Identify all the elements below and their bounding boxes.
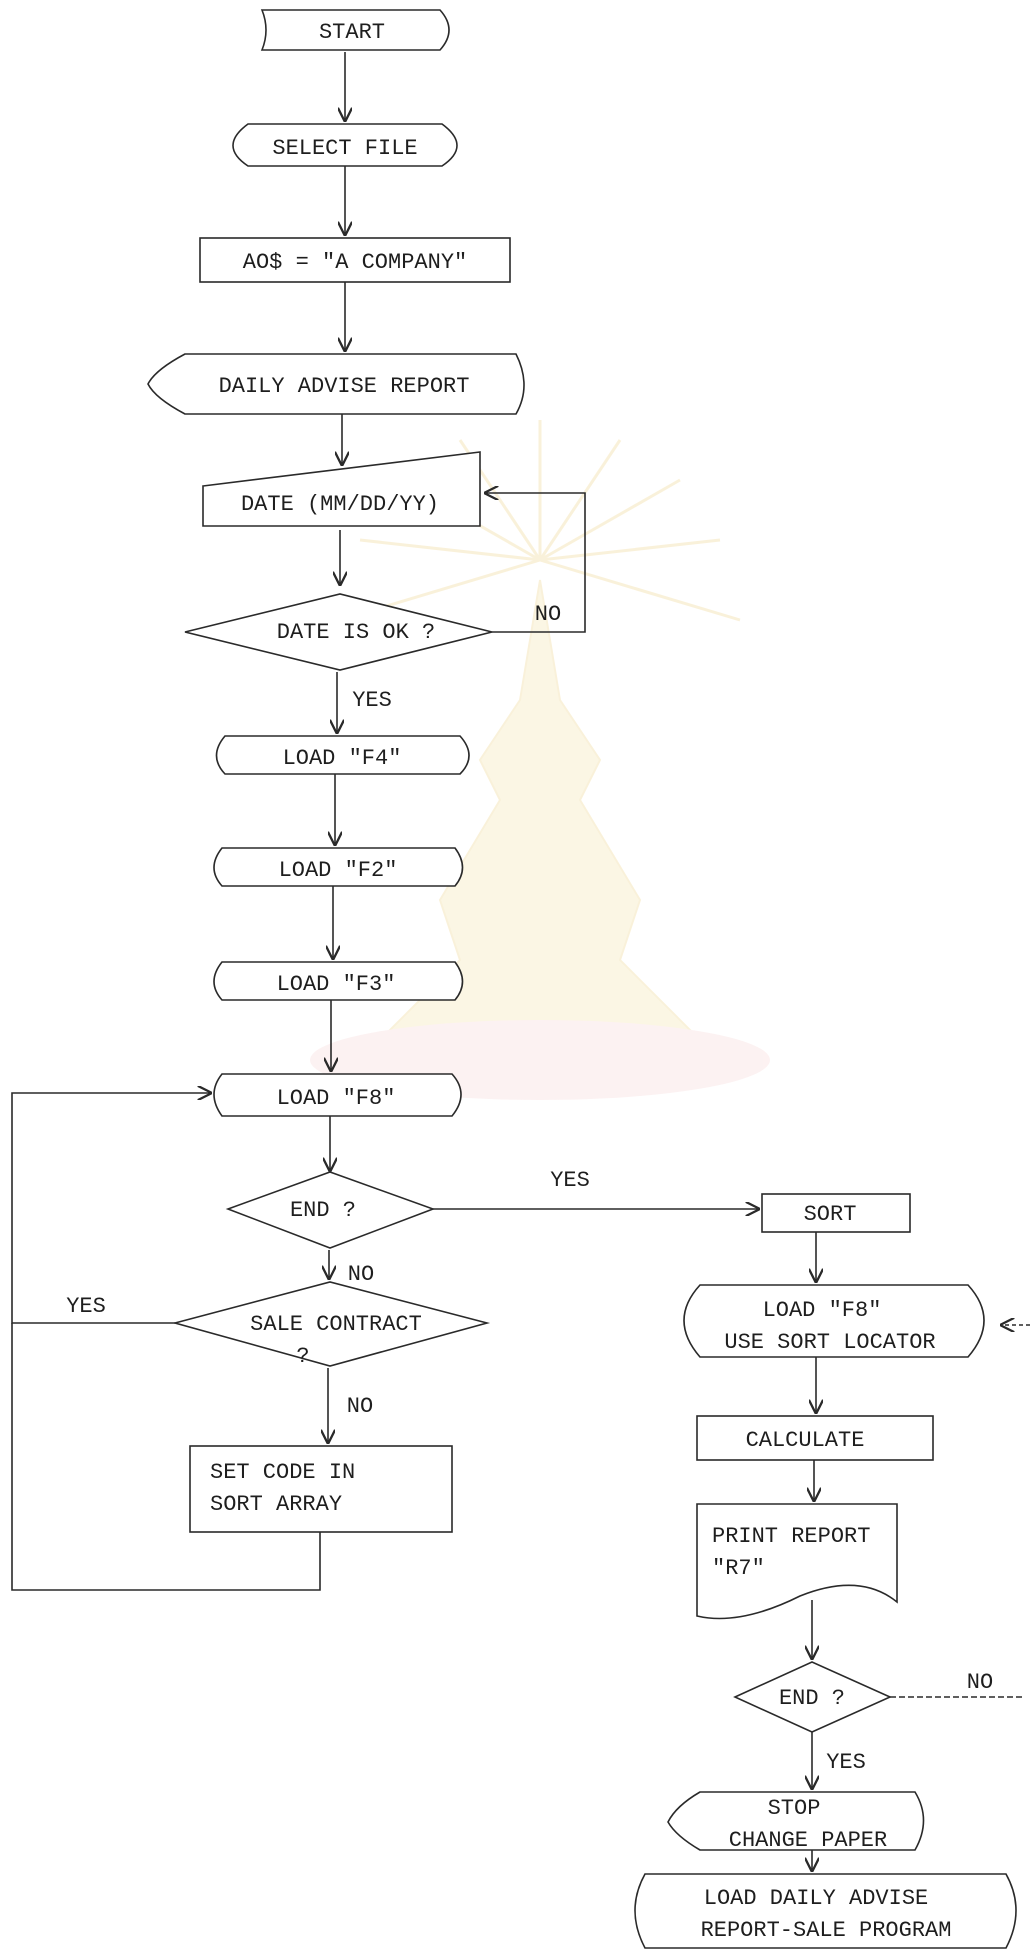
set-code-label-2: SORT ARRAY [210,1492,342,1517]
sale-no-label: NO [347,1394,373,1419]
end-decision-1 [225,1171,436,1249]
print-report-label-1: PRINT REPORT [712,1524,870,1549]
date-input-shape [202,451,481,527]
set-code-process [189,1445,453,1533]
end-1-no-label: NO [348,1262,374,1287]
sale-contract-label-2: ? [296,1344,309,1369]
sale-yes-label: YES [66,1294,106,1319]
stop-display [667,1791,925,1851]
load-f8-label: LOAD "F8" [277,1086,396,1111]
load-f3-label: LOAD "F3" [277,972,396,997]
stop-label-2: CHANGE PAPER [729,1828,887,1853]
sale-contract-label-1: SALE CONTRACT [250,1312,422,1337]
load-f2-terminal [213,847,464,887]
load-program-terminal [634,1873,1017,1949]
assign-process [199,237,511,283]
end-1-label: END ? [290,1198,356,1223]
daily-report-label: DAILY ADVISE REPORT [219,374,470,399]
end-decision-2 [733,1661,892,1733]
sort-process [761,1193,911,1233]
load-program-label-2: REPORT-SALE PROGRAM [701,1918,952,1943]
load-program-label-1: LOAD DAILY ADVISE [704,1886,928,1911]
load-f4-label: LOAD "F4" [283,746,402,771]
load-f4-terminal [215,735,470,775]
start-label: START [319,20,385,45]
date-ok-decision [184,593,493,671]
select-file-label: SELECT FILE [272,136,417,161]
end-1-yes-label: YES [550,1168,590,1193]
assign-label: AO$ = "A COMPANY" [243,250,467,275]
load-f2-label: LOAD "F2" [279,858,398,883]
calculate-process [696,1415,934,1461]
sale-contract-decision [171,1281,491,1367]
load-f8-terminal [213,1073,462,1117]
load-f8-sort-label-2: USE SORT LOCATOR [724,1330,935,1355]
end-2-no-label: NO [967,1670,993,1695]
print-report-label-2: "R7" [712,1556,765,1581]
daily-report-display [147,353,525,415]
stop-label-1: STOP [768,1796,821,1821]
load-f8-sort-label-1: LOAD "F8" [763,1298,882,1323]
date-yes-label: YES [352,688,392,713]
end-2-yes-label: YES [826,1750,866,1775]
load-f8-sort-terminal [683,1284,985,1358]
load-f3-terminal [213,961,464,1001]
date-input-label: DATE (MM/DD/YY) [241,492,439,517]
calculate-label: CALCULATE [746,1428,865,1453]
sort-label: SORT [804,1202,857,1227]
date-no-label: NO [535,602,561,627]
select-file-terminal [232,123,458,167]
set-code-label-1: SET CODE IN [210,1460,355,1485]
date-ok-label: DATE IS OK ? [277,620,435,645]
print-report-document [696,1503,898,1620]
start-terminal [260,9,450,51]
end-2-label: END ? [779,1686,845,1711]
